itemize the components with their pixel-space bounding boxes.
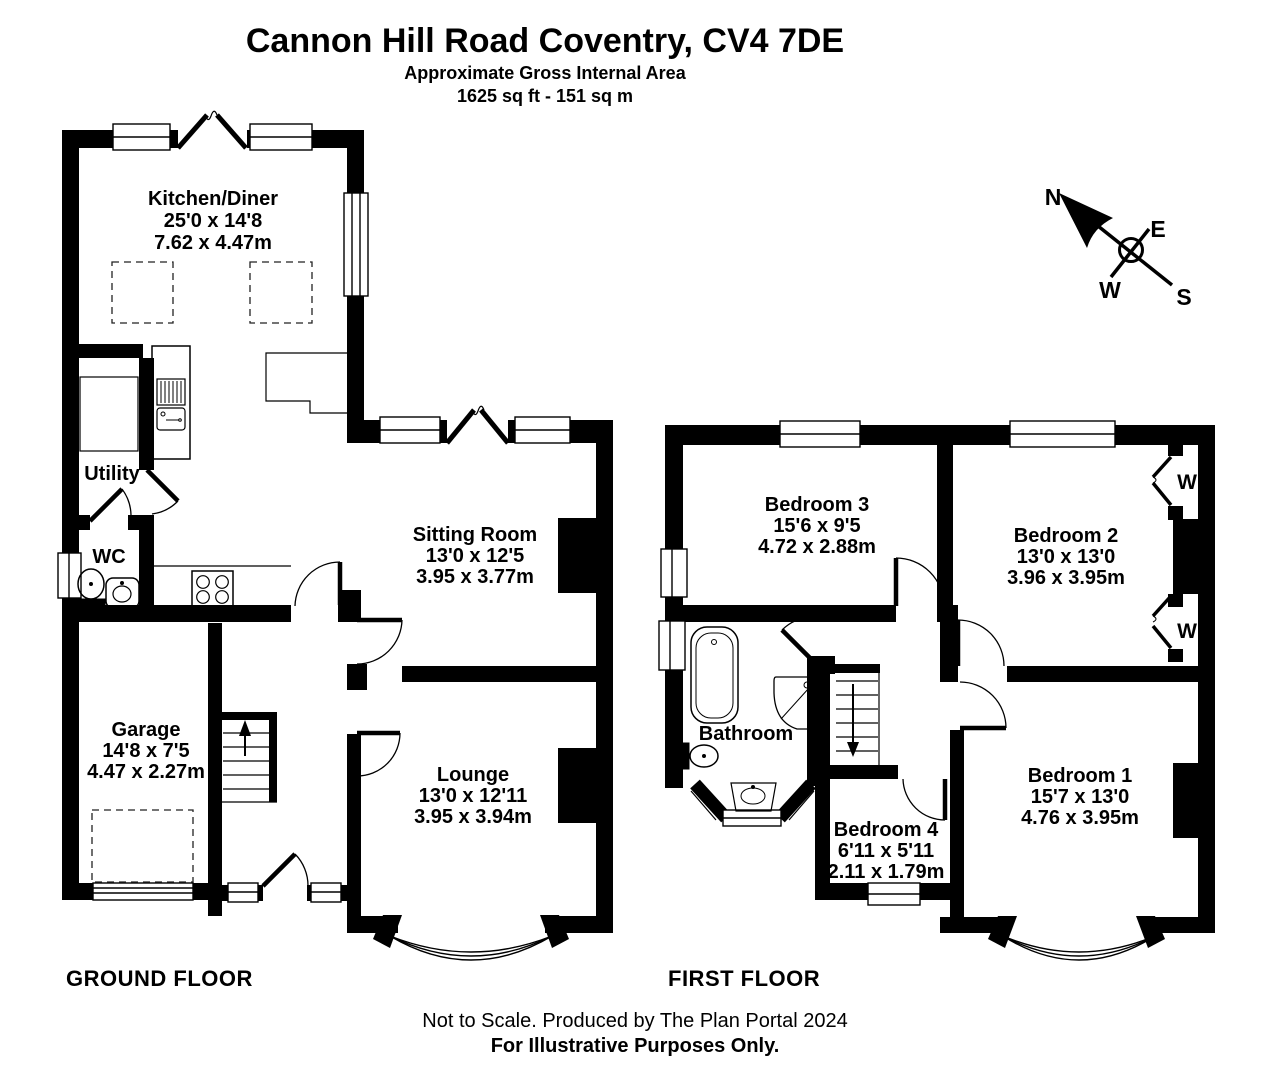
room-dims-kitchen-imperial: 25'0 x 14'8 [164,210,263,232]
gross-internal-area: 1625 sq ft - 151 sq m [456,86,634,106]
room-dims-bedroom2-metric: 3.96 x 3.95m [1007,567,1125,589]
room-label-utility: Utility [84,463,140,485]
ground-floor-doors [88,468,403,888]
room-label-garage: Garage [112,719,181,741]
wc-fixtures [76,568,140,610]
room-dims-garage-metric: 4.47 x 2.27m [87,761,205,783]
room-label-bedroom4: Bedroom 4 [834,819,939,841]
room-label-wc: WC [92,546,125,568]
wardrobe-label-2: W [1177,620,1197,643]
compass-ew-axis [1109,227,1151,279]
room-dims-lounge-imperial: 13'0 x 12'11 [419,785,528,807]
french-doors [176,110,510,445]
wardrobe-label-1: W [1177,471,1197,494]
room-dims-bedroom4-metric: 2.11 x 1.79m [828,861,945,883]
first-floor-doors [780,557,1007,821]
room-dims-sitting-metric: 3.95 x 3.77m [416,566,534,588]
room-dims-sitting-imperial: 13'0 x 12'5 [426,545,525,567]
compass-ns-axis [1096,224,1174,287]
room-dims-bedroom2-imperial: 13'0 x 13'0 [1017,546,1116,568]
room-labels: Kitchen/Diner 25'0 x 14'8 7.62 x 4.47m U… [84,188,1197,883]
wardrobe-doors [1151,455,1173,650]
dashed-outlines [91,261,313,883]
bathroom-fixtures [679,626,819,812]
disclaimer-note: For Illustrative Purposes Only. [490,1035,780,1057]
room-label-lounge: Lounge [437,764,509,786]
room-dims-garage-imperial: 14'8 x 7'5 [102,740,189,762]
compass-east-label: E [1150,216,1165,242]
first-floor-label: FIRST FLOOR [668,966,821,991]
ground-floor-stairs [222,732,277,803]
room-dims-lounge-metric: 3.95 x 3.94m [414,806,532,828]
bathroom-bay-glazing [690,790,815,821]
ground-floor-windows [57,123,571,903]
stairs-up-arrow [239,720,251,736]
page-title: Cannon Hill Road Coventry, CV4 7DE [245,22,845,60]
north-arrow-icon [1059,193,1113,248]
first-floor-walls [665,425,1215,948]
room-label-bedroom1: Bedroom 1 [1028,765,1132,787]
first-floor-windows [658,420,1116,906]
room-label-bedroom3: Bedroom 3 [765,494,869,516]
room-dims-kitchen-metric: 7.62 x 4.47m [154,232,272,254]
bedroom1-bay-window [1002,935,1156,961]
first-floor-stairs [836,666,880,768]
ground-floor-walls [62,130,613,948]
room-label-sitting-room: Sitting Room [413,524,537,546]
compass-south-label: S [1176,284,1191,310]
compass-west-label: W [1099,277,1121,303]
compass: N E W S [1045,184,1192,310]
compass-north-label: N [1045,184,1062,210]
scale-note: Not to Scale. Produced by The Plan Porta… [422,1010,848,1032]
lounge-bay-window [389,935,553,961]
room-label-kitchen: Kitchen/Diner [148,188,278,210]
room-label-bedroom2: Bedroom 2 [1014,525,1118,547]
compass-circle [1118,237,1144,263]
stairs-down-arrow [847,742,859,757]
kitchen-fixtures [79,345,347,608]
ground-floor-label: GROUND FLOOR [66,966,253,991]
room-dims-bedroom4-imperial: 6'11 x 5'11 [838,840,934,862]
room-dims-bedroom3-metric: 4.72 x 2.88m [758,536,876,558]
room-dims-bedroom1-imperial: 15'7 x 13'0 [1031,786,1130,808]
room-dims-bedroom3-imperial: 15'6 x 9'5 [773,515,860,537]
room-label-bathroom: Bathroom [699,723,793,745]
page-subtitle: Approximate Gross Internal Area [404,63,686,83]
bathroom-bay-walls [690,779,816,823]
room-dims-bedroom1-metric: 4.76 x 3.95m [1021,807,1139,829]
